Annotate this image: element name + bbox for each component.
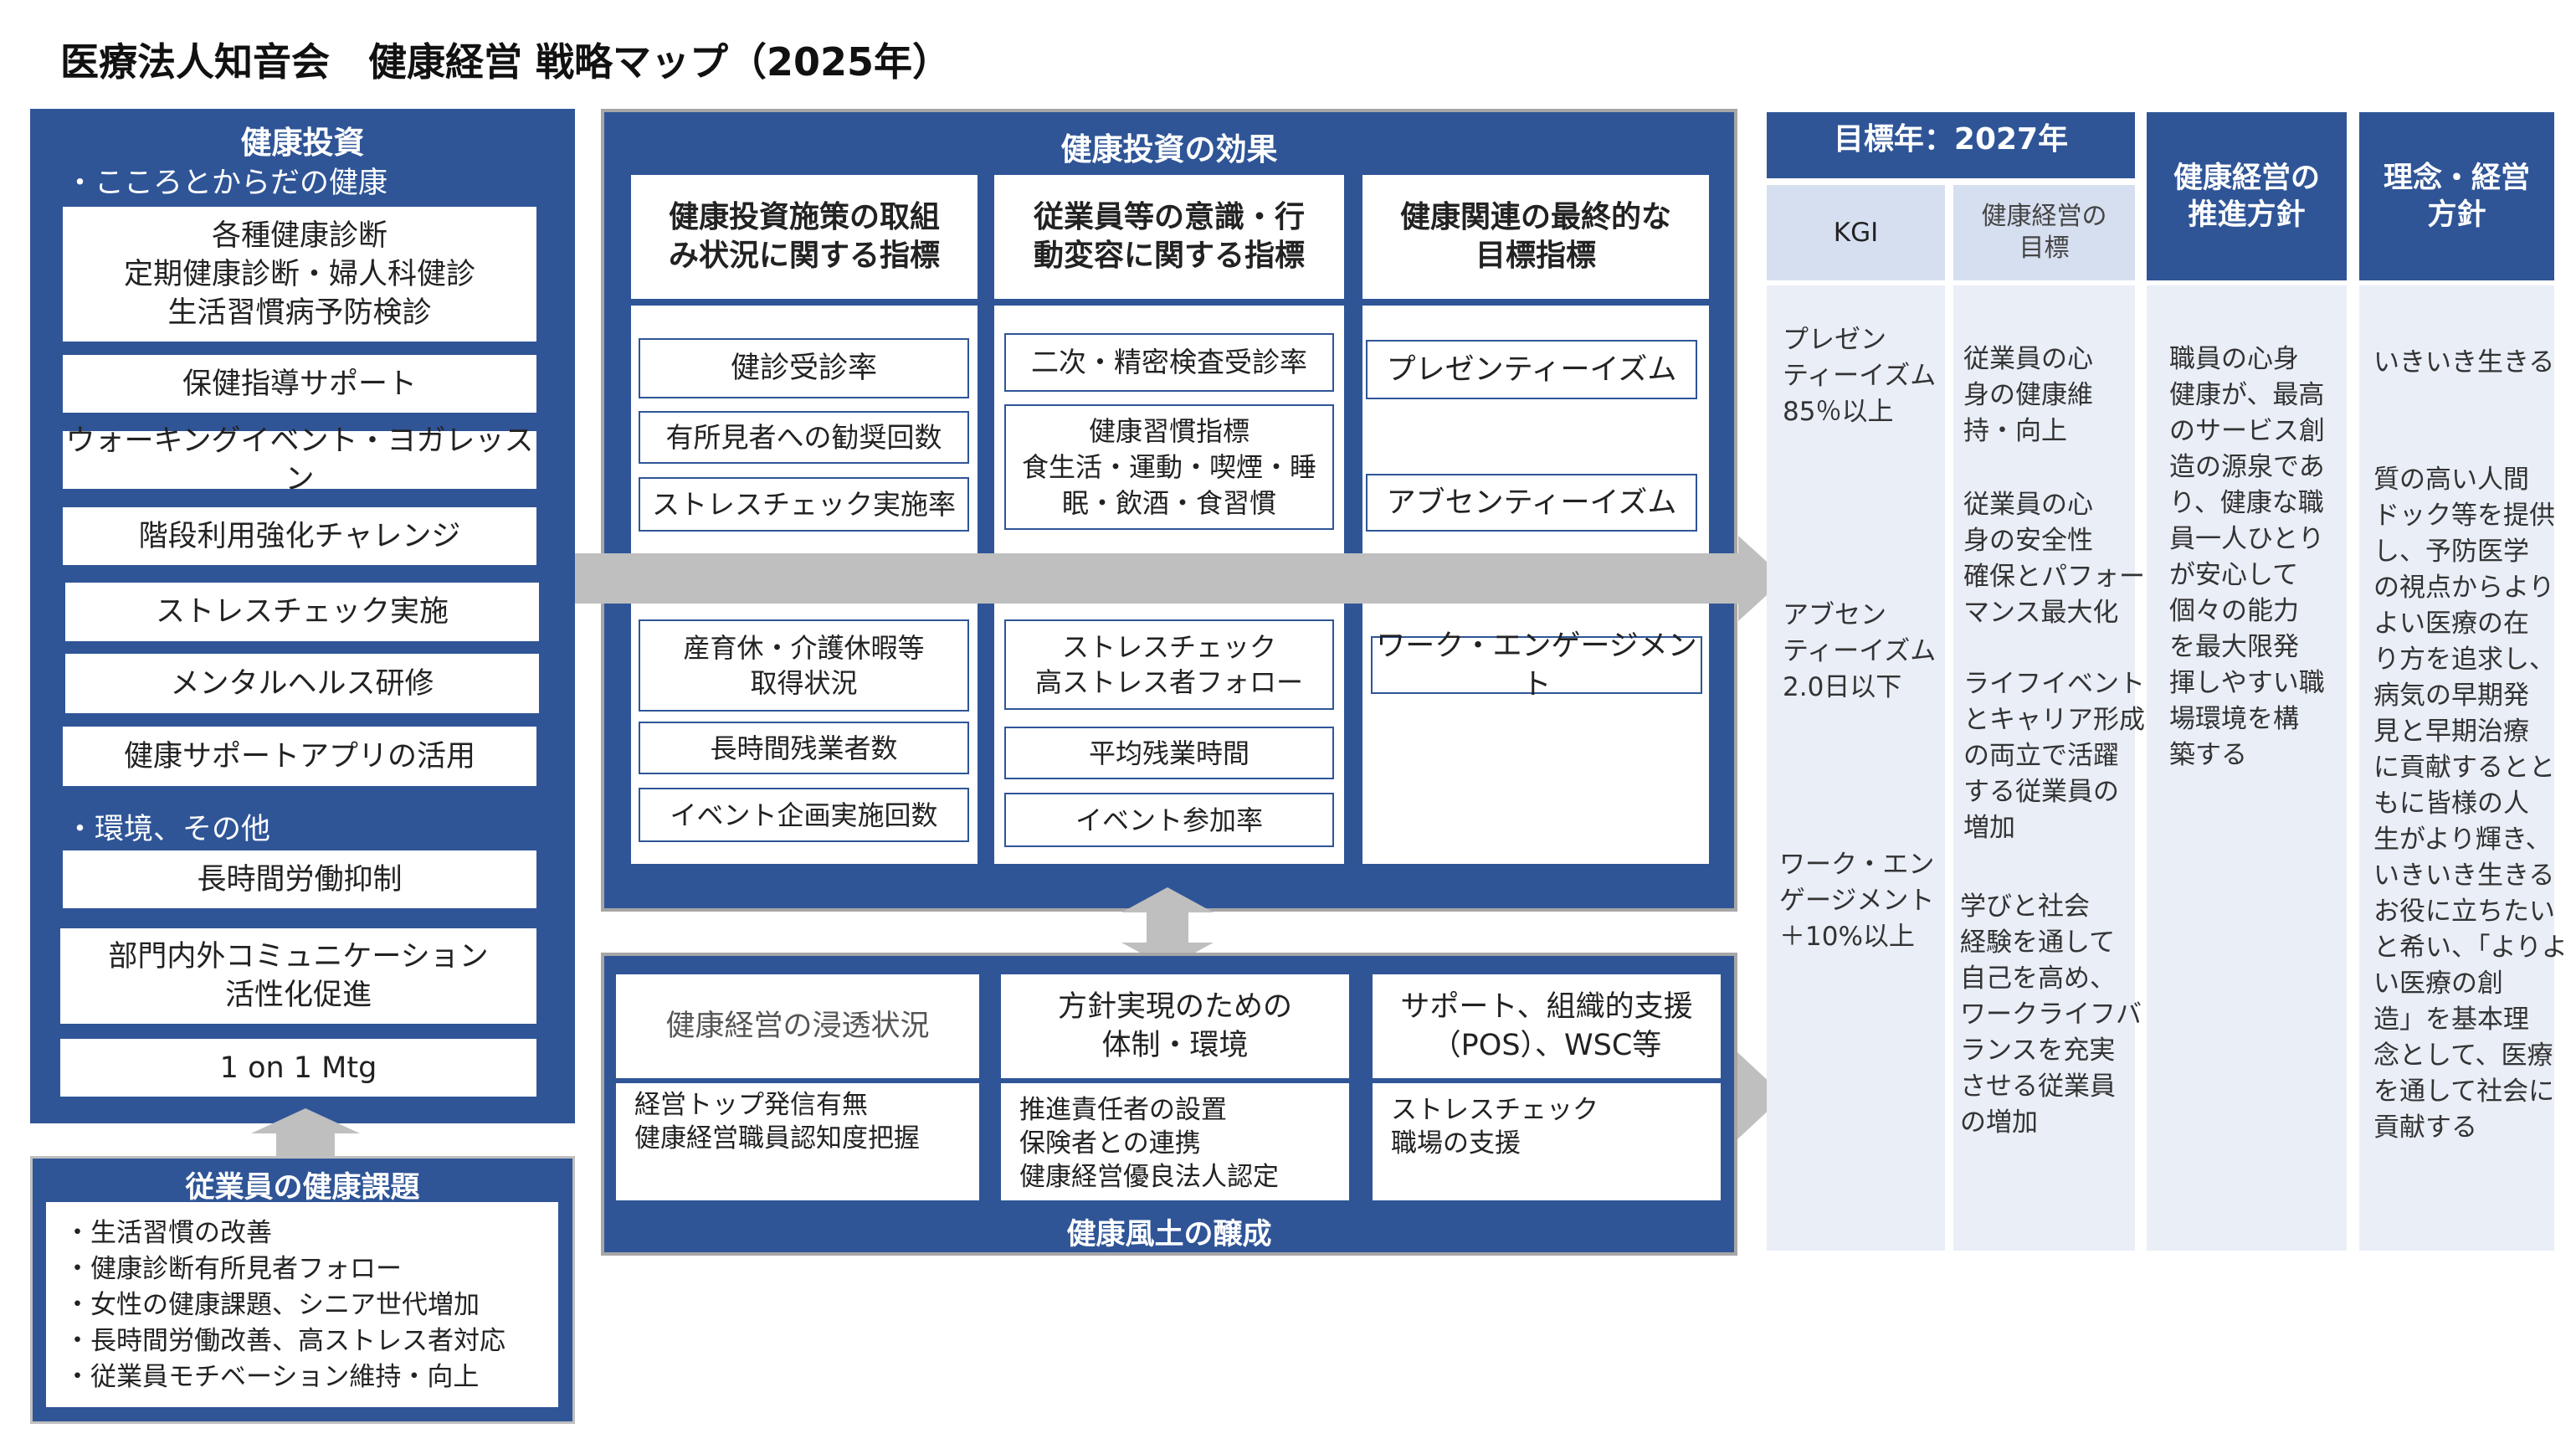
investment-item: 各種健康診断 定期健康診断・婦人科健診 生活習慣病予防検診 <box>63 207 536 342</box>
policy-text: 職員の心身 健康が、最高 のサービス創 造の源泉であ り、健康な職 員一人ひとり… <box>2169 344 2325 770</box>
investment-item: ストレスチェック実施 <box>65 583 539 641</box>
section-label: ・環境、その他 <box>65 813 271 846</box>
indicator-box: アブセンティーイズム <box>1366 474 1697 532</box>
effects-header: 健康投資の効果 <box>1060 131 1278 167</box>
indicator-box: 二次・精密検査受診率 <box>1004 333 1334 392</box>
policy-column <box>2147 285 2347 1251</box>
kgi-header: KGI <box>1767 185 1945 280</box>
indicator-box: イベント参加率 <box>1004 793 1334 847</box>
policy-header-text: 健康経営の 推進方針 <box>2173 161 2320 232</box>
health-issues-header: 従業員の健康課題 <box>185 1171 420 1205</box>
philosophy-header-text: 理念・経営 方針 <box>2383 161 2530 232</box>
investment-item: 保健指導サポート <box>63 355 536 413</box>
indicator-box: ストレスチェック 高ストレス者フォロー <box>1004 619 1334 710</box>
target-item: 従業員の心 身の安全性 確保とパフォー マンス最大化 <box>1963 490 2145 628</box>
indicator-box: 産育休・介護休暇等 取得状況 <box>639 619 969 712</box>
investment-item: 1 on 1 Mtg <box>60 1039 536 1097</box>
target-item: 従業員の心 身の健康維 持・向上 <box>1963 344 2093 446</box>
health-issues-list: ・生活習慣の改善 ・健康診断有所見者フォロー ・女性の健康課題、シニア世代増加 … <box>46 1202 558 1407</box>
right-arrow-icon <box>575 536 1785 621</box>
investment-item: 長時間労働抑制 <box>63 850 536 908</box>
investment-item: 部門内外コミュニケーション 活性化促進 <box>60 928 536 1024</box>
culture-box-body: 推進責任者の設置 保険者との連携 健康経営優良法人認定 <box>1001 1083 1349 1200</box>
indicator-box: ワーク・エンゲージメント <box>1371 629 1702 701</box>
effects-column-title: 健康投資施策の取組 み状況に関する指標 <box>631 175 978 299</box>
culture-box-title: 方針実現のための 体制・環境 <box>1001 974 1349 1078</box>
indicator-box: 平均残業時間 <box>1004 727 1334 779</box>
culture-box-title: サポート、組織的支援 （POS）、WSC等 <box>1373 974 1721 1078</box>
target-column <box>1953 285 2135 1251</box>
target-item: ライフイベント とキャリア形成 の両立で活躍 する従業員の 増加 <box>1963 669 2145 843</box>
culture-box-body: 経営トップ発信有無 健康経営職員認知度把握 <box>616 1083 979 1200</box>
philosophy-text: いきいき生きる <box>2373 347 2555 378</box>
kgi-item: ワーク・エン ゲージメント ＋10%以上 <box>1779 850 1935 952</box>
target-item: 学びと社会 経験を通して 自己を高め、 ワークライフバ ランスを充実 させる従業… <box>1960 891 2142 1138</box>
goals-header: 目標年：2027年 <box>1767 112 2135 178</box>
kgi-item: アブセン ティーイズム 2.0日以下 <box>1783 600 1937 702</box>
culture-box-title: 健康経営の浸透状況 <box>616 974 979 1078</box>
philosophy-header: 理念・経営 方針 <box>2359 112 2554 280</box>
investment-item: 健康サポートアプリの活用 <box>63 727 536 786</box>
indicator-box: 健診受診率 <box>639 338 969 398</box>
up-arrow-icon <box>251 1108 360 1159</box>
indicator-box: プレゼンティーイズム <box>1366 340 1697 399</box>
page-title: 医療法人知音会 健康経営 戦略マップ（2025年） <box>60 39 952 85</box>
bidirectional-arrow-icon <box>1121 887 1214 968</box>
indicator-box: 有所見者への勧奨回数 <box>639 411 969 464</box>
right-arrow-icon <box>1737 1052 1784 1139</box>
kgi-item: プレゼン ティーイズム 85％以上 <box>1783 325 1937 427</box>
investment-item: 階段利用強化チャレンジ <box>63 507 536 565</box>
indicator-box: 健康習慣指標 食生活・運動・喫煙・睡 眠・飲酒・食習慣 <box>1004 404 1334 530</box>
investment-header: 健康投資 <box>240 125 365 161</box>
investment-item: ウォーキングイベント・ヨガレッスン <box>63 424 536 496</box>
philosophy-text: 質の高い人間 ドック等を提供 し、予防医学 の視点からより よい医療の在 り方を… <box>2373 465 2568 1143</box>
culture-box-body: ストレスチェック 職場の支援 <box>1373 1083 1721 1200</box>
effects-column-title: 従業員等の意識・行 動変容に関する指標 <box>994 175 1344 299</box>
indicator-box: ストレスチェック実施率 <box>639 477 969 532</box>
culture-footer: 健康風土の醸成 <box>1066 1218 1272 1251</box>
kgi-column <box>1767 285 1945 1251</box>
section-label: ・こころとからだの健康 <box>65 167 388 200</box>
indicator-box: 長時間残業者数 <box>639 722 969 774</box>
policy-header: 健康経営の 推進方針 <box>2147 112 2347 280</box>
investment-item: メンタルヘルス研修 <box>65 654 539 713</box>
philosophy-column <box>2359 285 2554 1251</box>
effects-column-title: 健康関連の最終的な 目標指標 <box>1362 175 1709 299</box>
target-header: 健康経営の 目標 <box>1953 185 2135 280</box>
indicator-box: イベント企画実施回数 <box>639 788 969 842</box>
